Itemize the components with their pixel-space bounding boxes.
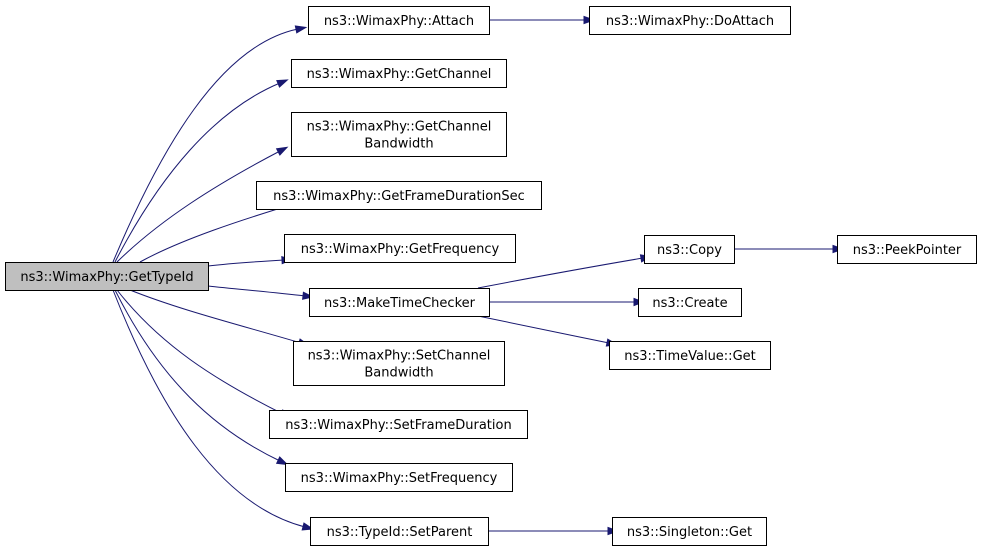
arrowhead-getTypeId-to-attach: [294, 25, 308, 34]
node-box-setParent[interactable]: [310, 517, 489, 546]
node-peekPointer[interactable]: ns3::PeekPointer: [837, 235, 977, 264]
node-label-getFrameDurationSec: ns3::WimaxPhy::GetFrameDurationSec: [273, 189, 525, 204]
node-label-getFrequency: ns3::WimaxPhy::GetFrequency: [301, 242, 500, 257]
node-label-getChannel: ns3::WimaxPhy::GetChannel: [307, 67, 492, 82]
node-box-getChannelBandwidth[interactable]: [291, 112, 507, 157]
node-label-setChannelBandwidth-line-2: Bandwidth: [364, 366, 433, 381]
node-getTypeId[interactable]: ns3::WimaxPhy::GetTypeId: [5, 262, 209, 291]
node-label-singletonGet: ns3::Singleton::Get: [627, 525, 752, 540]
node-box-create[interactable]: [638, 288, 742, 317]
node-copy[interactable]: ns3::Copy: [644, 235, 735, 264]
node-setFrequency[interactable]: ns3::WimaxPhy::SetFrequency: [285, 463, 513, 492]
arrowhead-getTypeId-to-makeTimeChecker: [302, 291, 315, 300]
node-box-getFrameDurationSec[interactable]: [256, 181, 542, 210]
node-label-create: ns3::Create: [652, 296, 727, 311]
node-label-getChannelBandwidth-line-2: Bandwidth: [364, 137, 433, 152]
edge-getTypeId-to-setFrequency: [114, 289, 281, 462]
node-box-setFrequency[interactable]: [285, 463, 513, 492]
node-box-setFrameDuration[interactable]: [269, 410, 528, 439]
node-box-peekPointer[interactable]: [837, 235, 977, 264]
node-box-makeTimeChecker[interactable]: [309, 288, 490, 317]
node-label-peekPointer: ns3::PeekPointer: [853, 243, 962, 258]
node-label-timeValueGet: ns3::TimeValue::Get: [624, 349, 756, 364]
node-label-setParent: ns3::TypeId::SetParent: [327, 525, 473, 540]
edge-getTypeId-to-getChannelBandwidth: [116, 150, 281, 263]
node-label-setChannelBandwidth-line-1: ns3::WimaxPhy::SetChannel: [308, 349, 491, 364]
arrowhead-getTypeId-to-getChannelBandwidth: [275, 146, 289, 156]
node-box-getChannel[interactable]: [291, 59, 507, 88]
edge-getTypeId-to-makeTimeChecker: [207, 285, 306, 297]
node-label-attach: ns3::WimaxPhy::Attach: [324, 14, 474, 29]
node-doAttach[interactable]: ns3::WimaxPhy::DoAttach: [589, 6, 791, 35]
node-setParent[interactable]: ns3::TypeId::SetParent: [310, 517, 489, 546]
node-box-timeValueGet[interactable]: [609, 341, 771, 370]
node-label-getTypeId: ns3::WimaxPhy::GetTypeId: [20, 270, 193, 285]
node-box-getTypeId[interactable]: [5, 262, 209, 291]
node-makeTimeChecker[interactable]: ns3::MakeTimeChecker: [309, 288, 490, 317]
node-setFrameDuration[interactable]: ns3::WimaxPhy::SetFrameDuration: [269, 410, 528, 439]
edge-getTypeId-to-getChannel: [114, 82, 281, 263]
arrowhead-getTypeId-to-setFrequency: [275, 456, 289, 466]
edge-getTypeId-to-setFrameDuration: [116, 289, 284, 415]
node-timeValueGet[interactable]: ns3::TimeValue::Get: [609, 341, 771, 370]
edge-getTypeId-to-getFrequency: [207, 259, 285, 267]
node-box-singletonGet[interactable]: [612, 517, 767, 546]
call-graph-nodes: ns3::WimaxPhy::GetTypeId ns3::WimaxPhy::A…: [5, 6, 977, 546]
node-box-setChannelBandwidth[interactable]: [293, 341, 505, 386]
edge-getTypeId-to-attach: [112, 28, 299, 263]
edge-makeTimeChecker-to-copy: [477, 257, 644, 289]
node-singletonGet[interactable]: ns3::Singleton::Get: [612, 517, 767, 546]
node-box-getFrequency[interactable]: [284, 234, 516, 263]
node-label-doAttach: ns3::WimaxPhy::DoAttach: [606, 14, 774, 29]
node-getFrameDurationSec[interactable]: ns3::WimaxPhy::GetFrameDurationSec: [256, 181, 542, 210]
node-create[interactable]: ns3::Create: [638, 288, 742, 317]
node-label-makeTimeChecker: ns3::MakeTimeChecker: [324, 296, 476, 311]
node-box-doAttach[interactable]: [589, 6, 791, 35]
node-label-getChannelBandwidth-line-1: ns3::WimaxPhy::GetChannel: [307, 120, 492, 135]
node-label-setFrequency: ns3::WimaxPhy::SetFrequency: [301, 471, 498, 486]
call-graph-edges: [112, 15, 845, 536]
node-box-attach[interactable]: [308, 6, 490, 35]
node-getChannel[interactable]: ns3::WimaxPhy::GetChannel: [291, 59, 507, 88]
node-label-setFrameDuration: ns3::WimaxPhy::SetFrameDuration: [285, 418, 511, 433]
node-getFrequency[interactable]: ns3::WimaxPhy::GetFrequency: [284, 234, 516, 263]
edge-makeTimeChecker-to-timeValueGet: [477, 315, 610, 344]
node-box-copy[interactable]: [644, 235, 735, 264]
node-label-copy: ns3::Copy: [657, 243, 722, 258]
edge-getTypeId-to-setChannelBandwidth: [129, 289, 302, 344]
node-attach[interactable]: ns3::WimaxPhy::Attach: [308, 6, 490, 35]
arrowhead-getTypeId-to-getChannel: [276, 79, 289, 88]
edge-getTypeId-to-setParent: [112, 289, 306, 528]
edge-getTypeId-to-getFrameDurationSec: [139, 200, 305, 263]
